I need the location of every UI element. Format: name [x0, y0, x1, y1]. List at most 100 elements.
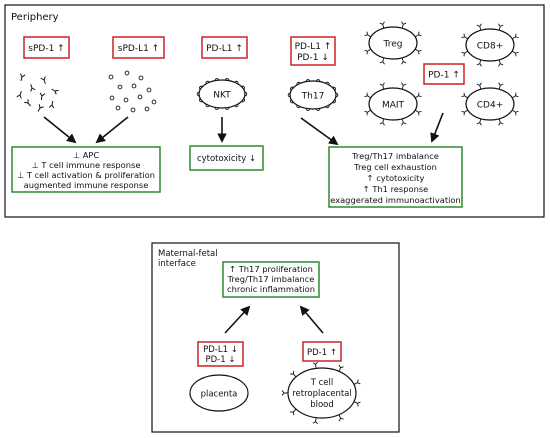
- spd1-molecule-icon: [37, 104, 44, 112]
- arrow-spd1-to-outcome: [43, 116, 77, 144]
- periphery-left-outcome-box: [11, 146, 161, 193]
- spdl1-label-box: [112, 36, 165, 59]
- nkt-cell: [196, 78, 248, 110]
- surface-receptor-icon: [401, 118, 407, 126]
- spdl1-molecule-icon: [151, 99, 157, 105]
- spdl1-molecule-icon: [123, 97, 129, 103]
- spdl1-molecule-icon: [124, 70, 130, 76]
- cd4-cell: [461, 82, 519, 126]
- surface-receptor-icon: [476, 59, 482, 67]
- nkt-cell-label: NKT: [213, 91, 231, 101]
- maternal-outcome-box: [222, 261, 320, 298]
- spdl1-molecule-icon: [109, 95, 115, 101]
- soluble-pdl1-molecules: [108, 70, 157, 113]
- mait-cell: [364, 82, 422, 126]
- right-outcome-line2: Treg cell exhaustion: [353, 162, 437, 172]
- tcell-cell-label-line1: T cell: [310, 378, 334, 388]
- th17-cell-label: Th17: [301, 92, 325, 102]
- maternal-fetal-panel: [151, 242, 400, 433]
- th17-label-box: [290, 36, 336, 66]
- nkt-pdl1-label-box: [201, 36, 248, 59]
- placenta-cell: [189, 374, 249, 412]
- spd1-molecule-icon: [30, 84, 36, 92]
- spdl1-molecule-icon: [115, 105, 121, 111]
- cd8-cell: [461, 23, 519, 67]
- spd1-label: sPD-1 ↑: [28, 44, 64, 54]
- arrow-th17-to-outcome: [300, 117, 339, 146]
- th17-cell: [287, 79, 339, 111]
- spd1-molecule-icon: [40, 76, 46, 84]
- maternal-outcome-line1: ↑ Th17 proliferation: [229, 264, 313, 274]
- treg-cell: [364, 21, 422, 65]
- spd1-molecule-icon: [16, 91, 22, 99]
- left-outcome-line3: ⊥ T cell activation & proliferation: [17, 170, 155, 180]
- surface-receptor-icon: [281, 390, 288, 396]
- periphery-right-outcome-box: [328, 146, 463, 208]
- spdl1-molecule-icon: [137, 94, 143, 100]
- surface-receptor-icon: [312, 417, 319, 425]
- spdl1-label: sPD-L1 ↑: [118, 44, 159, 54]
- spd1-label-box: [23, 36, 70, 59]
- surface-receptor-icon: [476, 118, 482, 126]
- surface-receptor-icon: [312, 361, 319, 369]
- spd1-molecule-icon: [39, 92, 46, 101]
- surface-receptor-icon: [498, 118, 504, 126]
- nkt-pdl1-label: PD-L1 ↑: [206, 44, 243, 54]
- surface-receptor-icon: [290, 408, 297, 416]
- middle-outcome-text: cytotoxicity ↓: [197, 154, 256, 164]
- periphery-middle-outcome-box: [189, 145, 264, 171]
- surface-receptor-icon: [379, 118, 385, 126]
- maternal-outcome-line2: Treg/Th17 imbalance: [227, 274, 315, 284]
- spdl1-molecule-icon: [138, 75, 144, 81]
- maternal-outcome-line3: chronic inflammation: [227, 284, 315, 294]
- spd1-molecule-icon: [24, 99, 31, 107]
- surface-receptor-icon: [498, 23, 504, 31]
- periphery-title: Periphery: [11, 12, 59, 23]
- th17-label-line2: PD-1 ↓: [297, 53, 329, 63]
- surface-receptor-icon: [498, 59, 504, 67]
- right-pd1-label-box: [423, 63, 465, 85]
- th17-label-line1: PD-L1 ↑: [295, 42, 332, 52]
- spd1-molecule-icon: [48, 100, 55, 109]
- cd4-cell-label: CD4+: [477, 101, 503, 111]
- surface-receptor-icon: [401, 21, 407, 29]
- maternal-title-line2: interface: [158, 259, 196, 269]
- left-outcome-line4: augmented immune response: [24, 180, 149, 190]
- arrow-placenta-to-outcome: [224, 305, 251, 334]
- spdl1-molecule-icon: [117, 84, 123, 90]
- right-outcome-line3: ↑ cytotoxicity: [367, 173, 425, 183]
- surface-receptor-icon: [476, 82, 482, 90]
- right-outcome-line1: Treg/Th17 imbalance: [351, 151, 439, 161]
- spdl1-molecule-icon: [108, 74, 114, 80]
- periphery-panel: [4, 4, 545, 218]
- tcell-retroplacental: [281, 361, 361, 425]
- surface-receptor-icon: [498, 82, 504, 90]
- surface-receptor-icon: [379, 82, 385, 90]
- cd8-cell-label: CD8+: [477, 42, 503, 52]
- placenta-cell-label: placenta: [201, 390, 238, 400]
- left-outcome-line2: ⊥ T cell immune response: [32, 160, 141, 170]
- surface-receptor-icon: [379, 57, 385, 65]
- surface-receptor-icon: [401, 82, 407, 90]
- surface-receptor-icon: [379, 21, 385, 29]
- tcell-cell-label-line2: retroplacental: [292, 389, 352, 399]
- maternal-title-line1: Maternal-fetal: [158, 249, 218, 259]
- arrow-spdl1-to-outcome: [95, 116, 129, 144]
- arrow-cells-to-outcome: [430, 112, 444, 143]
- right-outcome-line5: exaggerated immunoactivation: [330, 195, 461, 205]
- surface-receptor-icon: [290, 370, 297, 378]
- spd1-molecule-icon: [51, 88, 59, 95]
- placenta-label-line2: PD-1 ↓: [206, 355, 236, 365]
- tcell-cell-label-line3: blood: [310, 400, 334, 410]
- treg-cell-label: Treg: [383, 40, 403, 50]
- surface-receptor-icon: [338, 414, 344, 422]
- tcell-label-box: [302, 341, 342, 362]
- surface-receptor-icon: [338, 364, 344, 372]
- mait-cell-label: MAIT: [382, 101, 405, 111]
- spdl1-molecule-icon: [146, 87, 152, 93]
- right-pd1-label: PD-1 ↑: [428, 71, 460, 81]
- arrow-tcell-to-outcome: [299, 305, 324, 334]
- soluble-pd1-molecules: [16, 73, 59, 112]
- tcell-label: PD-1 ↑: [307, 348, 337, 358]
